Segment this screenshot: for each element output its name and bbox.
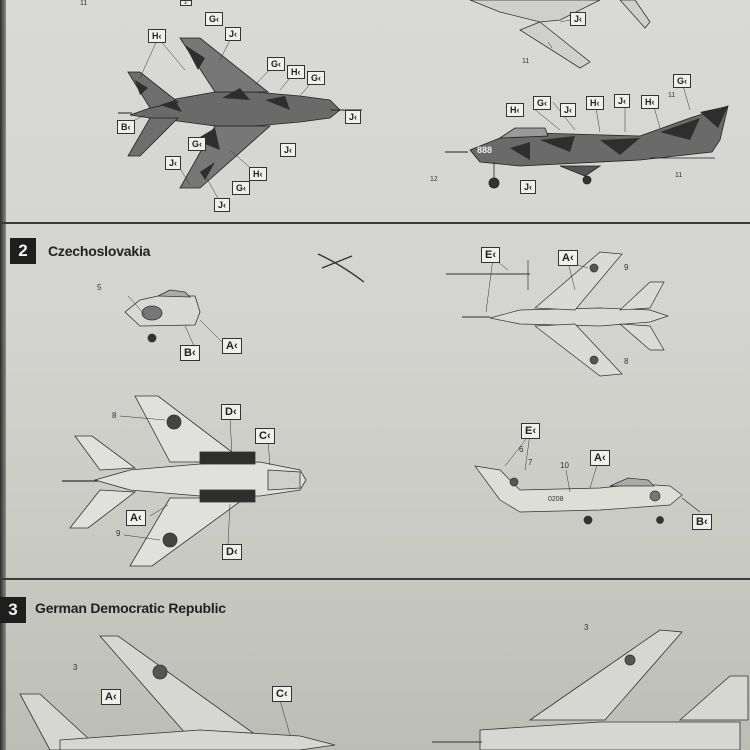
decal-tag: A‹ [558, 250, 578, 266]
callout-number: 8 [624, 357, 629, 366]
section-3-number: 3 [0, 597, 26, 623]
callout-number: 7 [528, 458, 533, 467]
section-divider-2 [0, 578, 750, 580]
callout-number: 3 [584, 623, 589, 632]
callout-number: 11 [668, 92, 676, 99]
s1-camo-sideview [445, 105, 729, 189]
s2-topview-left [62, 395, 307, 567]
callout-number: 10 [560, 461, 569, 470]
section-divider-1 [0, 222, 750, 224]
tail-code: 888 [477, 145, 493, 155]
callout-number: 12 [430, 176, 438, 183]
s3-partial-aircraft-left [19, 635, 336, 750]
decal-tag: H‹ [641, 95, 659, 109]
decal-tag: A‹ [590, 450, 610, 466]
callout-number: 11 [675, 172, 683, 179]
s1-camo-topview [118, 37, 362, 189]
decal-tag: A‹ [126, 510, 146, 526]
decal-tag: H‹ [506, 103, 524, 117]
decal-tag: B‹ [117, 120, 135, 134]
callout-number: 5 [97, 283, 102, 292]
s2-small-sideview [124, 289, 226, 349]
s1-partial-aircraft [469, 0, 651, 69]
page-edge-shadow [0, 0, 6, 750]
decal-tag: G‹ [232, 181, 250, 195]
decal-tag: C‹ [272, 686, 292, 702]
callout-number: 8 [112, 411, 117, 420]
decal-tag: J‹ [345, 110, 362, 124]
decal-tag: A‹ [101, 689, 121, 705]
decal-tag: J‹ [280, 143, 297, 157]
decal-tag: J‹ [614, 94, 631, 108]
section-2-title: Czechoslovakia [48, 243, 151, 259]
decal-tag: G‹ [673, 74, 691, 88]
decal-tag: J‹ [180, 0, 192, 6]
callout-number: 9 [116, 529, 121, 538]
s2-sideview-right [474, 465, 701, 525]
aircraft-code: 0208 [548, 496, 564, 503]
decal-tag: G‹ [307, 71, 325, 85]
section-2-number: 2 [10, 238, 36, 264]
decal-tag: J‹ [520, 180, 537, 194]
decal-tag: B‹ [692, 514, 712, 530]
decal-tag: D‹ [221, 404, 241, 420]
decal-tag: E‹ [521, 423, 540, 439]
decal-tag: G‹ [205, 12, 223, 26]
decal-tag: G‹ [188, 137, 206, 151]
decal-tag: B‹ [180, 345, 200, 361]
callout-number: 9 [624, 263, 629, 272]
decal-tag: J‹ [165, 156, 182, 170]
decal-tag: A‹ [222, 338, 242, 354]
decal-tag: E‹ [481, 247, 500, 263]
s2-topview-right [446, 251, 670, 377]
callout-number: 11 [80, 0, 88, 7]
decal-tag: C‹ [255, 428, 275, 444]
callout-number: 6 [519, 445, 524, 454]
decal-tag: H‹ [287, 65, 305, 79]
decal-tag: J‹ [570, 12, 587, 26]
x-mark [317, 253, 365, 283]
callout-number: 11 [522, 58, 530, 65]
decal-tag: D‹ [222, 544, 242, 560]
s3-partial-aircraft-right [432, 629, 749, 750]
section-3-title: German Democratic Republic [35, 600, 226, 616]
callout-number: 3 [73, 663, 78, 672]
decal-tag: J‹ [225, 27, 242, 41]
decal-tag: G‹ [533, 96, 551, 110]
decal-tag: H‹ [249, 167, 267, 181]
decal-tag: J‹ [214, 198, 231, 212]
decal-tag: H‹ [148, 29, 166, 43]
decal-tag: J‹ [560, 103, 577, 117]
decal-tag: H‹ [586, 96, 604, 110]
decal-tag: G‹ [267, 57, 285, 71]
